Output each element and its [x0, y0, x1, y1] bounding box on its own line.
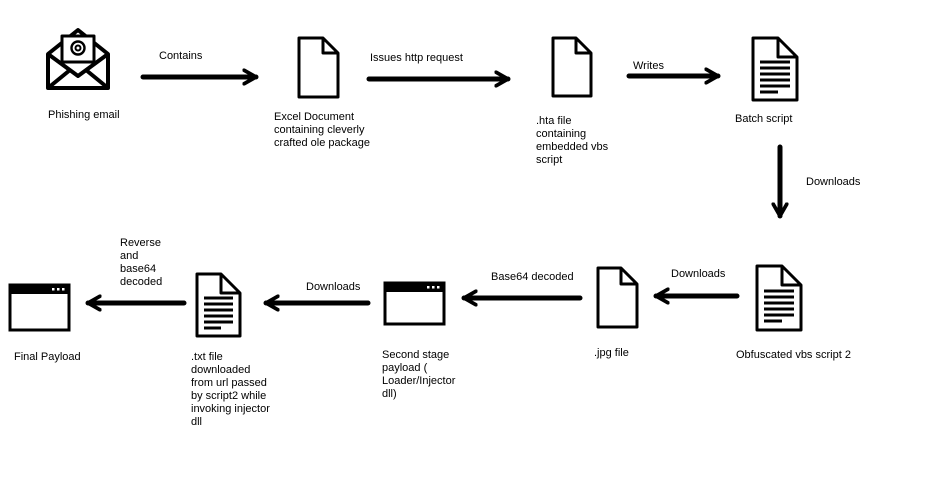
node-label-hta-file: .hta file containing embedded vbs script: [536, 115, 609, 166]
edge-label-issues-http: Issues http request: [370, 52, 463, 64]
text-document-icon: [195, 272, 242, 338]
text-document-icon: [751, 36, 799, 102]
blank-document-icon: [551, 36, 593, 98]
envelope-at-icon: [46, 28, 110, 90]
node-label-final-payload: Final Payload: [14, 351, 81, 363]
edge-label-writes: Writes: [633, 60, 664, 72]
edge-label-downloads-3: Downloads: [306, 281, 361, 293]
blank-document-icon: [297, 36, 340, 99]
node-label-batch-script: Batch script: [735, 113, 793, 125]
blank-document-icon: [596, 266, 639, 329]
edge-label-reverse-base64: Reverse and base64 decoded: [120, 237, 163, 288]
edge-label-downloads-1: Downloads: [806, 176, 861, 188]
edge-label-contains: Contains: [159, 50, 203, 62]
node-label-phishing-email: Phishing email: [48, 109, 120, 121]
node-label-txt-file: .txt file downloaded from url passed by …: [191, 351, 270, 428]
edge-label-downloads-2: Downloads: [671, 268, 726, 280]
node-label-obfuscated-vbs: Obfuscated vbs script 2: [736, 349, 851, 361]
edge-label-base64-decoded: Base64 decoded: [491, 271, 574, 283]
app-window-icon: [383, 281, 446, 326]
node-label-excel-document: Excel Document containing cleverly craft…: [274, 111, 371, 149]
node-label-jpg-file: .jpg file: [594, 347, 629, 359]
text-document-icon: [755, 264, 803, 332]
app-window-icon: [8, 283, 71, 332]
node-label-second-stage: Second stage payload ( Loader/Injector d…: [382, 349, 456, 400]
